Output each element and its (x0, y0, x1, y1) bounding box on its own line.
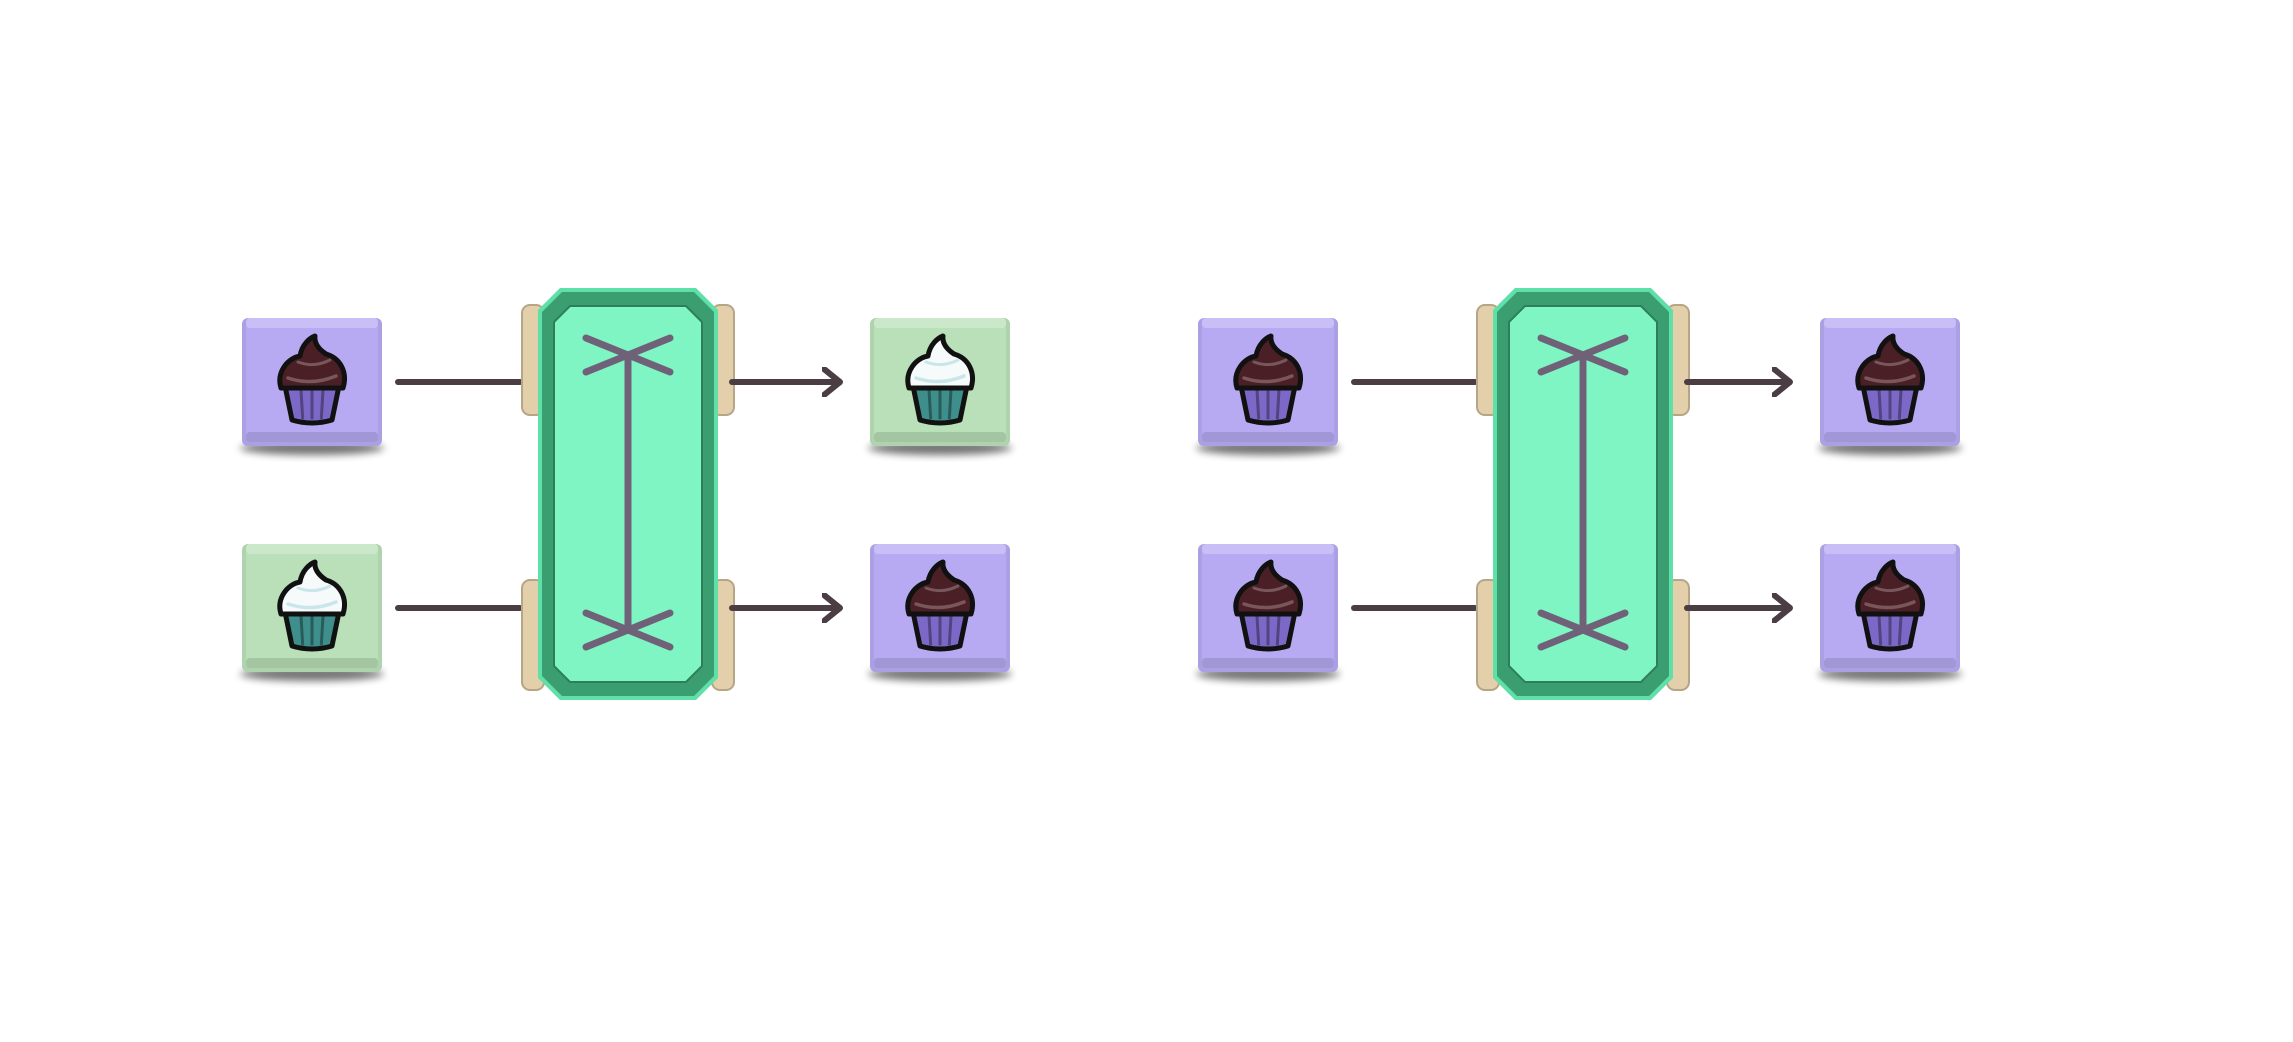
box-bottom (1202, 658, 1334, 668)
box-lid (1202, 318, 1334, 328)
swap-x-mark-1 (582, 334, 674, 376)
chocolate-cupcake-icon (1233, 559, 1303, 652)
box-lid (1824, 318, 1956, 328)
chocolate-cupcake-icon (1855, 333, 1925, 426)
chocolate-cupcake-icon (905, 559, 975, 652)
box-bottom (874, 658, 1006, 668)
box-lid (874, 318, 1006, 328)
swap-diagram-2 (1351, 379, 1478, 611)
input-purple-box (1196, 318, 1340, 455)
output-purple-box (1818, 544, 1962, 681)
chocolate-cupcake-icon (277, 333, 347, 426)
box-bottom (1202, 432, 1334, 442)
box-bottom (246, 432, 378, 442)
output-purple-box (1818, 318, 1962, 455)
box-bottom (1824, 658, 1956, 668)
box-lid (246, 544, 378, 554)
vanilla-cupcake-icon (905, 333, 975, 426)
vanilla-cupcake-icon (277, 559, 347, 652)
input-purple-box (1196, 544, 1340, 681)
box-bottom (246, 658, 378, 668)
box-bottom (874, 432, 1006, 442)
box-lid (874, 544, 1006, 554)
swap-x-mark-2 (1537, 609, 1629, 651)
box-bottom (1824, 432, 1956, 442)
chocolate-cupcake-icon (1855, 559, 1925, 652)
swap-gate (521, 288, 735, 700)
box-lid (1202, 544, 1334, 554)
chocolate-cupcake-icon (1233, 333, 1303, 426)
input-green-box (240, 544, 384, 681)
swap-x-mark-1 (1537, 334, 1629, 376)
input-purple-box (240, 318, 384, 455)
output-purple-box (868, 544, 1012, 681)
swap-gate (1476, 288, 1690, 700)
box-lid (1824, 544, 1956, 554)
box-lid (246, 318, 378, 328)
output-green-box (868, 318, 1012, 455)
swap-x-mark-2 (582, 609, 674, 651)
swap-diagram-1 (395, 379, 523, 611)
